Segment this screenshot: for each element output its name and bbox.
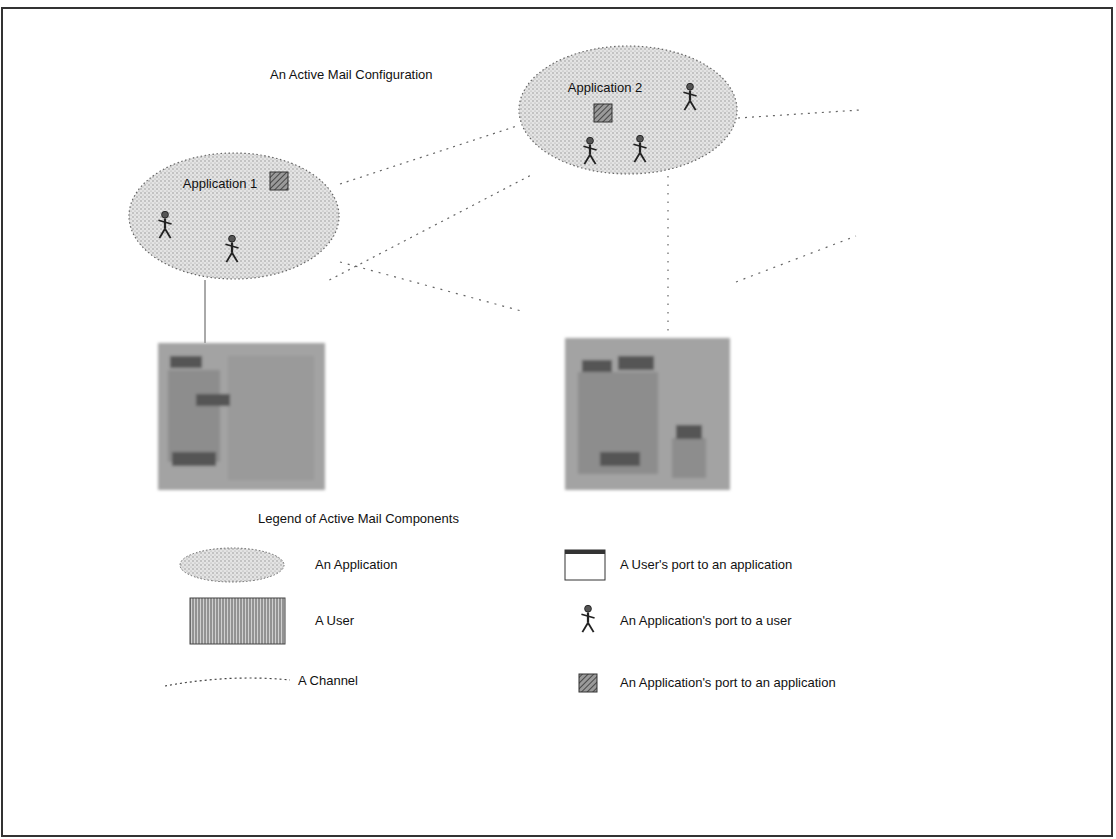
legend-text: A User's port to an application <box>620 557 792 573</box>
channel-connector <box>340 126 518 184</box>
app-to-user-port <box>683 83 696 110</box>
channel-line <box>667 176 668 336</box>
diagram-title: An Active Mail Configuration <box>270 67 433 83</box>
app-to-user-port <box>633 135 646 162</box>
application-name: Application 1 <box>183 176 257 192</box>
app-to-user-port <box>158 211 171 238</box>
user-link <box>205 280 206 343</box>
application-ground <box>129 153 339 279</box>
legend-application-sample <box>180 548 284 582</box>
legend-window-sample <box>565 550 605 580</box>
legend-user-sample <box>190 598 285 644</box>
application-outline <box>128 152 340 280</box>
app-to-user-port <box>225 235 238 262</box>
channel-line <box>736 236 856 282</box>
application-node: Application 1 <box>128 152 340 280</box>
application-ground <box>519 46 737 174</box>
legend-figure-sample <box>581 605 594 632</box>
application-ellipse <box>129 153 339 279</box>
legend-text: An Application's port to a user <box>620 613 792 629</box>
legend-text: A Channel <box>298 673 358 689</box>
application-name: Application 2 <box>568 80 642 96</box>
legend-channel-sample <box>165 678 290 686</box>
legend-text: An Application's port to an application <box>620 675 836 691</box>
app-to-app-port <box>270 172 288 190</box>
app-to-app-port <box>594 104 612 122</box>
channel-line <box>738 110 860 118</box>
user-terminal <box>158 343 325 490</box>
application-ellipse <box>519 46 737 174</box>
legend-text: An Application <box>315 557 397 573</box>
legend-port-sample <box>579 674 597 692</box>
legend-heading: Legend of Active Mail Components <box>258 511 459 527</box>
user-terminal <box>565 338 730 490</box>
application-node: Application 2 <box>518 45 738 175</box>
legend-text: A User <box>315 613 354 629</box>
app-to-user-port <box>583 137 596 164</box>
channel-connector <box>329 175 531 280</box>
application-outline <box>518 45 738 175</box>
channel-line <box>340 262 525 312</box>
frame <box>2 8 1112 836</box>
